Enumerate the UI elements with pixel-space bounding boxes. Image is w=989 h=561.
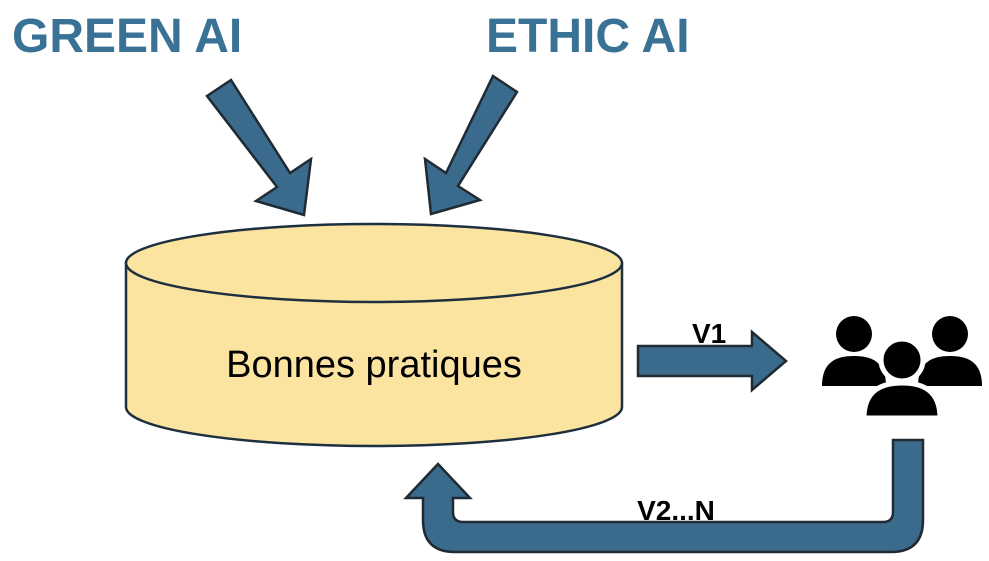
green-ai-arrow [205,78,313,217]
database-top [124,222,624,304]
users-group-icon [822,316,982,421]
v2n-label: V2...N [637,495,715,526]
v1-label: V1 [692,318,726,349]
v1-arrow [636,329,788,393]
database-label: Bonnes pratiques [226,344,522,386]
ethic-ai-arrow [423,74,519,216]
bonnes-pratiques-database: Bonnes pratiques [124,222,624,448]
ethic-ai-title: ETHIC AI [486,10,690,63]
v2n-return-arrow [403,438,925,554]
database-body [124,261,624,448]
green-ai-title: GREEN AI [12,10,242,63]
